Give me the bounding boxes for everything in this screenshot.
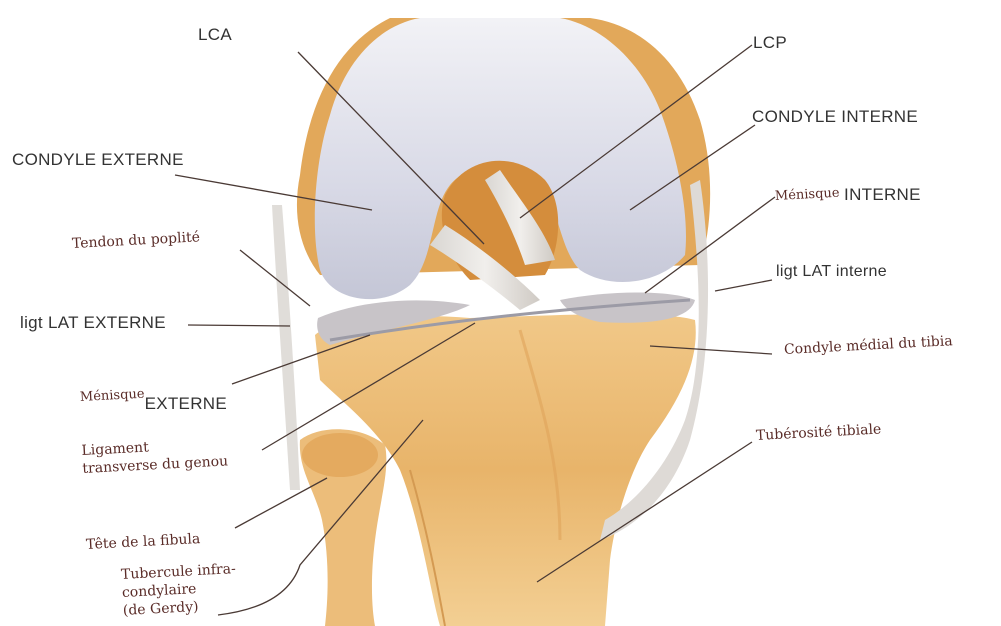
label-condyle-interne: CONDYLE INTERNE: [752, 107, 918, 127]
fibula: [300, 429, 387, 626]
femur: [297, 18, 710, 299]
label-ligt-lat-interne: ligt LAT interne: [776, 263, 887, 281]
label-condyle-externe: CONDYLE EXTERNE: [12, 150, 184, 170]
label-menisque-externe-suffix: EXTERNE: [145, 394, 227, 413]
label-lca: LCA: [198, 25, 232, 45]
label-menisque-externe: MénisqueEXTERNE: [80, 386, 227, 406]
label-ligament-transverse: Ligament transverse du genou: [81, 434, 228, 478]
label-menisque-interne-suffix: INTERNE: [844, 185, 921, 204]
label-menisque-externe-prefix: Ménisque: [80, 387, 145, 405]
label-tubercule-gerdy: Tubercule infra- condylaire (de Gerdy): [121, 560, 238, 620]
label-menisque-interne-prefix: Ménisque: [775, 186, 840, 204]
label-menisque-interne: Ménisque INTERNE: [775, 185, 921, 205]
label-lcp: LCP: [753, 33, 787, 53]
label-ligt-lat-externe: ligt LAT EXTERNE: [20, 313, 166, 333]
